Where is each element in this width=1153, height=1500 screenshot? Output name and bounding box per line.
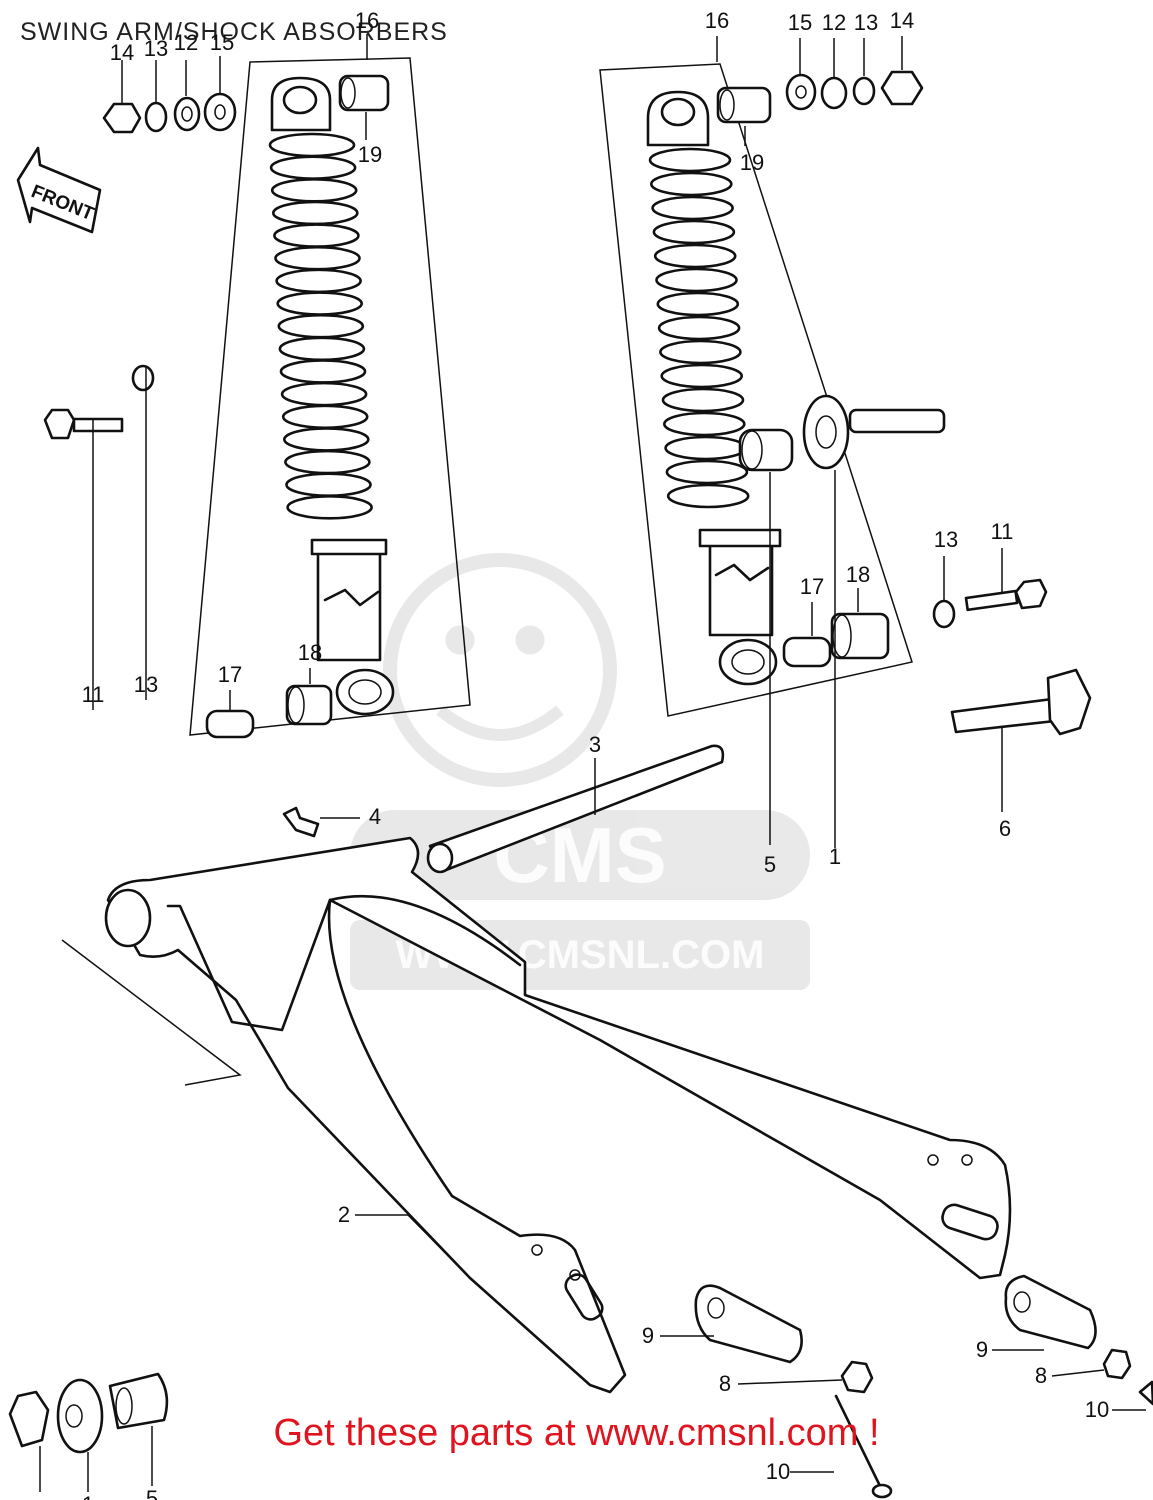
spring-coil [651,195,734,221]
spring-coil [659,339,742,365]
callout-18b: 18 [846,562,870,587]
spring-coil [648,147,732,173]
callout-11a: 11 [991,519,1014,544]
callout-6: 6 [999,816,1011,841]
spring-coil [656,291,740,317]
callout-13b: 13 [854,10,878,35]
callout-9a: 9 [642,1323,654,1348]
swing-arm [61,836,1012,1394]
spring-coil [269,155,357,180]
callout-16a: 16 [355,8,379,33]
callout-5a: 5 [764,852,776,877]
spring-coil [284,449,371,475]
spring-coil [655,267,738,293]
spring-coil [268,132,356,158]
spring-coil [276,291,364,316]
callout-12a: 12 [174,30,198,55]
chain-adjuster-left [694,1284,893,1499]
spring-coil [280,381,368,407]
right-lower-bolt [932,578,1048,629]
callout-17b: 17 [800,574,824,599]
callout-10b: 10 [1085,1397,1109,1422]
spring-coil [286,495,373,520]
spring-coil [273,223,360,248]
left-shock-absorber [189,57,471,739]
spring-coil [274,245,361,271]
left-top-hardware [102,92,237,134]
callout-15a: 15 [210,30,234,55]
spring-coil [662,411,746,437]
right-top-hardware [785,70,924,111]
spring-coil [661,387,745,413]
spring-coil [657,315,741,341]
callout-16b: 16 [705,8,729,33]
callout-5b: 5 [146,1486,158,1500]
spring-coil [660,363,744,389]
front-arrow-icon: FRONT [16,146,102,234]
callout-17a: 17 [218,662,242,687]
left-pivot-hardware [8,1372,169,1454]
promo-footer-link[interactable]: Get these parts at www.cmsnl.com ! [273,1412,880,1454]
spring-coil [285,472,372,498]
callout-14b: 14 [890,8,914,33]
callout-1b: 1 [82,1492,94,1500]
spring-coil [277,313,365,339]
spring-coil [271,200,359,226]
callout-numbers: 16 14 13 12 15 19 16 15 12 13 14 19 13 1… [34,8,1109,1500]
callout-4: 4 [369,804,381,829]
right-shock-absorber [599,63,913,717]
callout-19b: 19 [740,150,764,175]
spring-coil [275,268,362,294]
callout-1a: 1 [829,844,841,869]
spring-coil [652,219,736,245]
callout-10a: 10 [766,1459,790,1484]
callout-7: 7 [34,1496,46,1500]
callout-8a: 8 [719,1371,731,1396]
callout-13a: 13 [144,36,168,61]
pivot-shaft-group [282,394,1092,874]
callout-14a: 14 [110,40,134,65]
spring-coil [281,404,369,430]
callout-3: 3 [589,732,601,757]
left-lower-bolt [43,364,155,440]
spring-coil [279,359,367,384]
callout-11b: 11 [82,682,105,707]
chain-adjuster-right [1004,1274,1153,1406]
callout-13d: 13 [134,672,158,697]
callout-2: 2 [338,1202,350,1227]
leader-lines [39,34,1146,1492]
callout-9b: 9 [976,1337,988,1362]
callout-15b: 15 [788,10,812,35]
spring-coil [278,336,366,362]
spring-coil [649,171,733,197]
callout-13c: 13 [934,527,958,552]
spring-coil [270,177,358,203]
callout-8b: 8 [1035,1363,1047,1388]
diagram-title: SWING ARM/SHOCK ABSORBERS [20,18,448,46]
spring-coil [664,435,747,461]
spring-coil [282,427,370,452]
callout-19a: 19 [358,142,382,167]
spring-coil [666,483,750,509]
front-arrow-label: FRONT [28,181,97,225]
spring-coil [665,459,749,485]
callout-12b: 12 [822,10,846,35]
callout-18a: 18 [298,640,322,665]
spring-coil [653,243,737,269]
